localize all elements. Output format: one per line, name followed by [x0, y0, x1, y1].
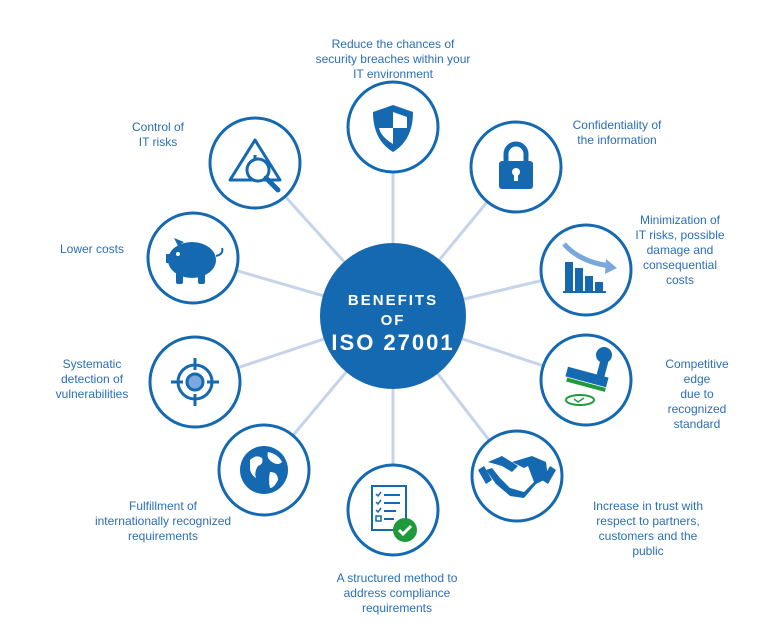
benefit-label-competitive-edge: Competitive edge due to recognized stand…: [665, 357, 729, 431]
benefit-label-vulnerabilities: Systematic detection of vulnerabilities: [55, 357, 129, 401]
shield-icon: [373, 105, 413, 152]
lock-icon: [499, 141, 533, 189]
benefit-label-trust: Increase in trust with respect to partne…: [592, 499, 704, 558]
benefit-label-confidentiality: Confidentiality of the information: [572, 118, 662, 147]
benefit-label-control-risks: Control of IT risks: [131, 120, 185, 149]
benefit-label-risk-minimization: Minimization of IT risks, possible damag…: [635, 213, 725, 287]
stamp-icon: [565, 347, 612, 406]
piggy-bank-icon: [166, 238, 224, 284]
benefit-label-security: Reduce the chances of security breaches …: [315, 37, 471, 81]
handshake-icon: [478, 456, 556, 498]
center-title-line3: ISO 27001: [331, 330, 455, 355]
benefit-label-structured-method: A structured method to address complianc…: [336, 571, 458, 615]
benefit-label-lower-costs: Lower costs: [59, 242, 125, 256]
declining-chart-icon: [562, 242, 617, 293]
benefit-label-fulfillment: Fulfillment of internationally recognize…: [94, 499, 232, 543]
center-title-line2: OF: [380, 312, 406, 329]
warning-magnifier-icon: [228, 138, 282, 193]
center-title-line1: BENEFITS: [347, 292, 439, 309]
center-circle: [320, 243, 466, 389]
checklist-icon: [371, 485, 417, 542]
globe-icon: [240, 446, 288, 494]
target-icon: [171, 358, 219, 406]
